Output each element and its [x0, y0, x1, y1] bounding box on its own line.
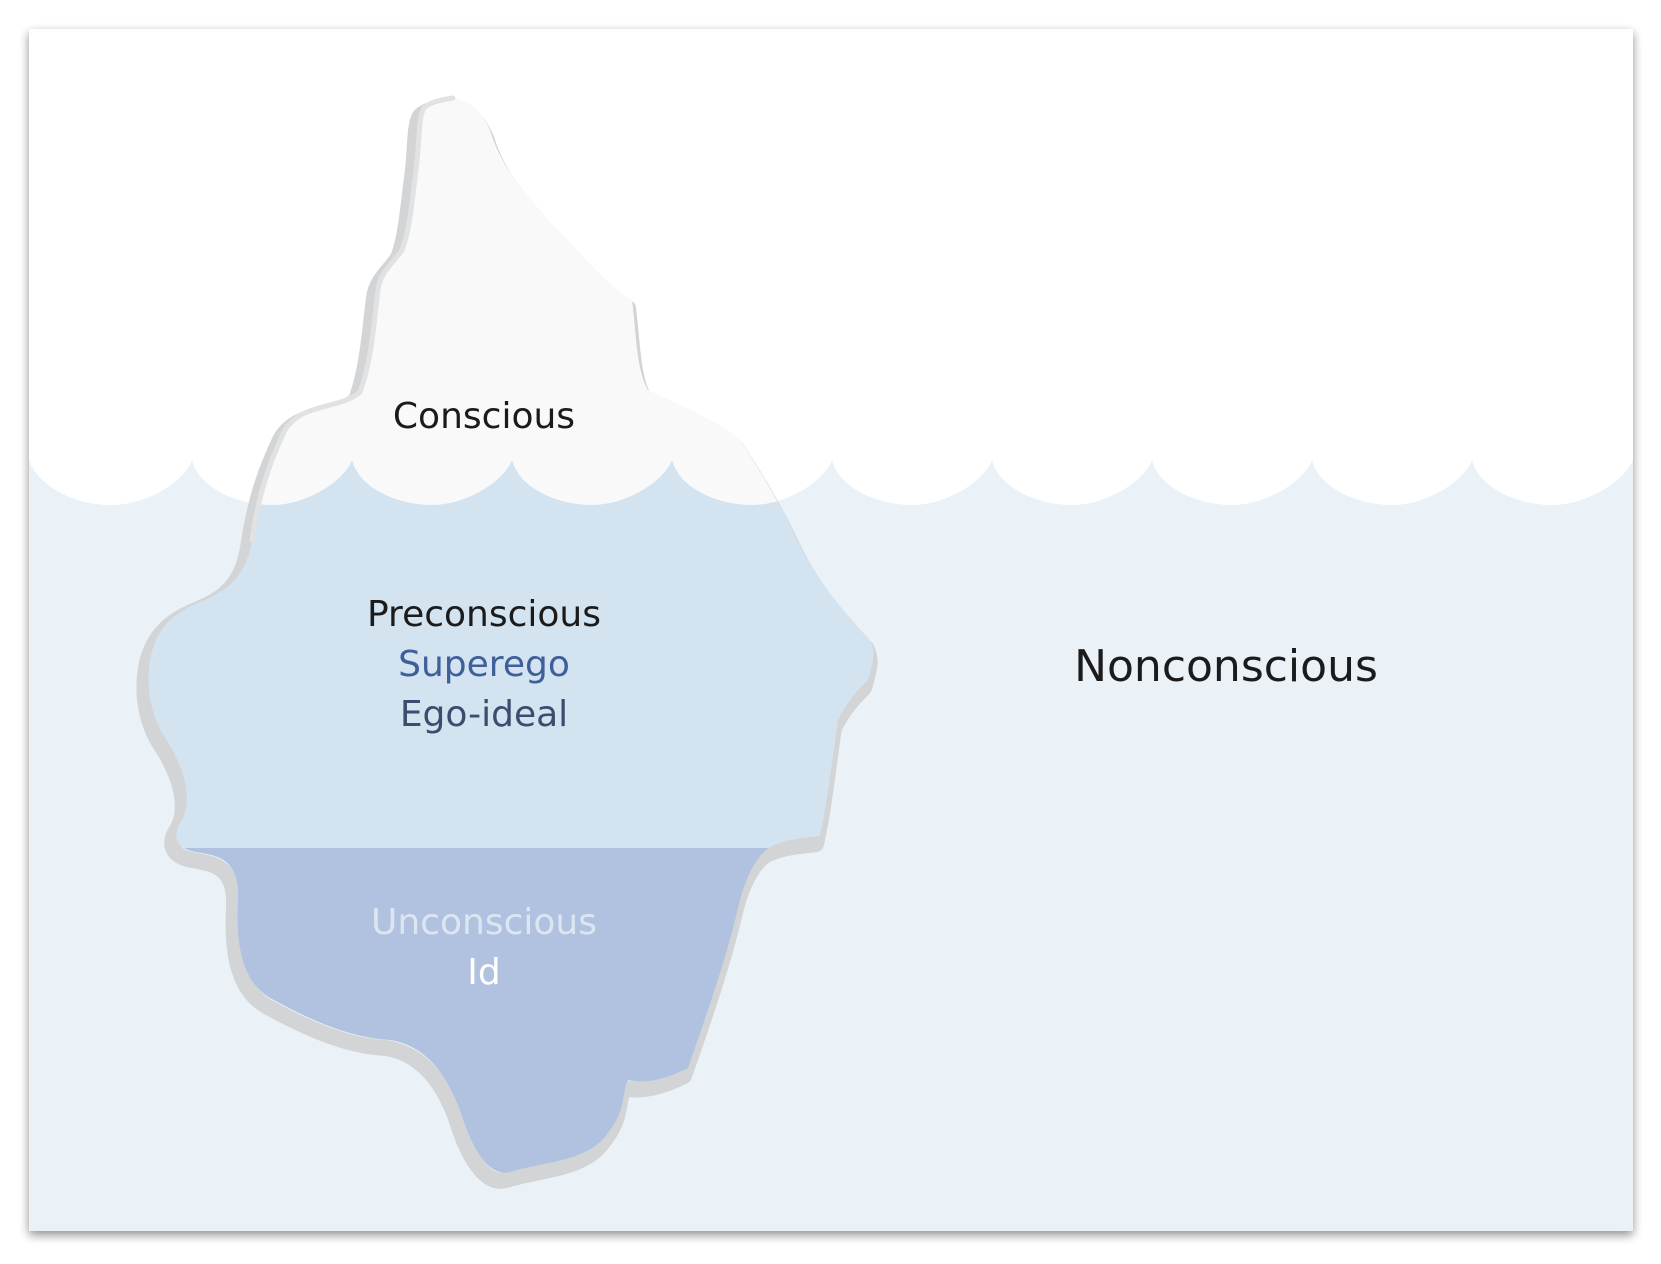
id-label: Id [467, 952, 500, 993]
nonconscious-label: Nonconscious [1074, 641, 1378, 692]
preconscious-label: Preconscious [367, 594, 601, 635]
unconscious-label: Unconscious [371, 902, 597, 943]
conscious-label: Conscious [393, 396, 575, 437]
ego-ideal-label: Ego-ideal [400, 694, 568, 735]
iceberg-preconscious-band [148, 460, 874, 850]
superego-label: Superego [398, 644, 570, 685]
iceberg-edge [249, 95, 456, 543]
